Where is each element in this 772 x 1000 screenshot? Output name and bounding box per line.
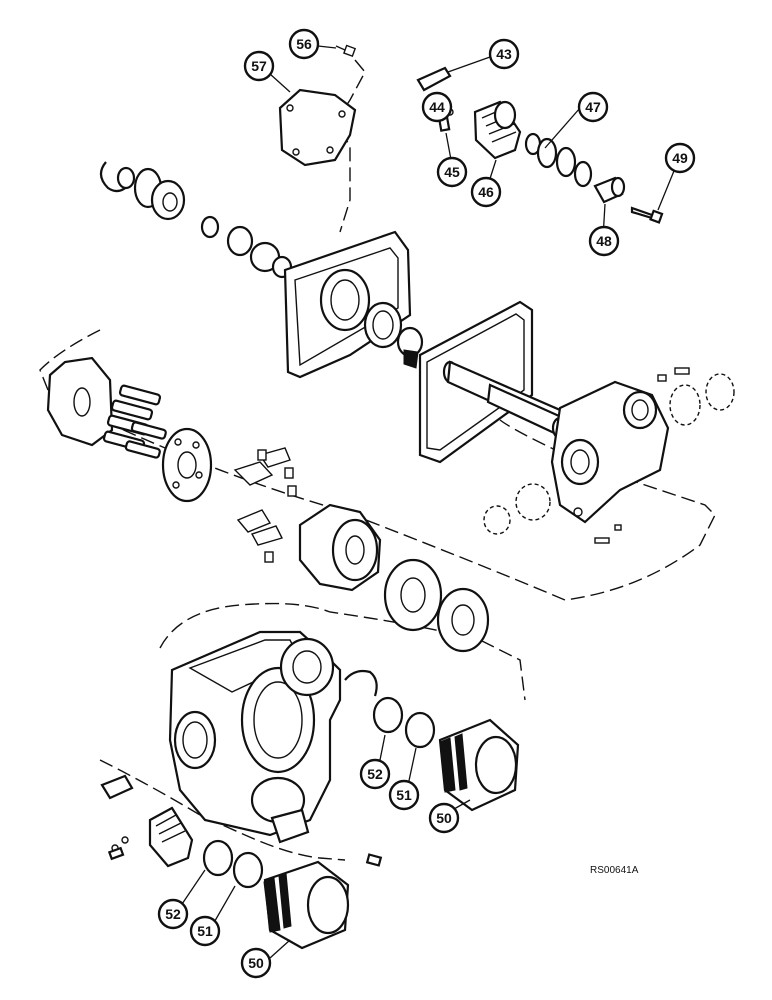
swashplate-bearings <box>483 367 735 544</box>
svg-text:49: 49 <box>672 150 688 166</box>
svg-text:43: 43 <box>496 46 512 62</box>
svg-text:56: 56 <box>296 36 312 52</box>
callout-46: 46 <box>470 176 502 208</box>
bushing <box>593 176 626 204</box>
valve-plate <box>46 356 114 447</box>
lower-left-outline <box>99 759 346 861</box>
callout-49: 49 <box>664 142 696 174</box>
svg-text:48: 48 <box>596 233 612 249</box>
upper-housing <box>283 230 412 379</box>
svg-text:45: 45 <box>444 164 460 180</box>
swashplate-yoke <box>550 380 670 524</box>
lower-o-rings-upper <box>372 696 436 749</box>
svg-text:50: 50 <box>248 955 264 971</box>
callout-43: 43 <box>488 38 520 70</box>
callout-50-upper: 50 <box>428 802 460 834</box>
callout-51-upper: 51 <box>388 779 420 811</box>
svg-text:44: 44 <box>429 99 445 115</box>
svg-text:51: 51 <box>197 923 213 939</box>
svg-text:57: 57 <box>251 58 267 74</box>
guide-straps <box>233 447 297 563</box>
svg-text:46: 46 <box>478 184 494 200</box>
callout-52-lower: 52 <box>157 898 189 930</box>
key-plate <box>416 66 452 92</box>
drawing-code: RS00641A <box>590 865 639 876</box>
coupler <box>473 100 522 160</box>
cylinder-block <box>298 503 382 592</box>
callout-45: 45 <box>436 156 468 188</box>
lower-coupler <box>100 774 194 868</box>
callout-51-lower: 51 <box>189 915 221 947</box>
seal-rings <box>524 132 593 188</box>
callout-56: 56 <box>288 28 320 60</box>
callout-57: 57 <box>243 50 275 82</box>
port-plate <box>383 558 443 632</box>
callout-47: 47 <box>577 91 609 123</box>
callout-48: 48 <box>588 225 620 257</box>
lower-o-rings <box>202 839 264 889</box>
svg-text:52: 52 <box>367 766 383 782</box>
svg-text:51: 51 <box>396 787 412 803</box>
upper-washer-stack <box>116 166 293 279</box>
pistons <box>102 384 167 459</box>
bearing-cone <box>396 326 424 369</box>
lower-bolt <box>365 853 383 867</box>
lower-snap-rings <box>344 669 378 697</box>
main-housing <box>168 630 342 844</box>
cover-plate <box>278 88 357 167</box>
callout-52-upper: 52 <box>359 758 391 790</box>
cap-screw <box>630 206 664 224</box>
motor-assembly-upper <box>438 718 520 812</box>
callout-44: 44 <box>421 91 453 123</box>
svg-text:47: 47 <box>585 99 601 115</box>
retainer-plate <box>161 427 213 503</box>
thrust-plate <box>436 587 490 653</box>
motor-assembly-lower <box>263 860 350 950</box>
svg-text:52: 52 <box>165 906 181 922</box>
callout-50-lower: 50 <box>240 947 272 979</box>
bolt <box>335 44 357 58</box>
lower-group-outline <box>159 602 526 701</box>
svg-text:50: 50 <box>436 810 452 826</box>
